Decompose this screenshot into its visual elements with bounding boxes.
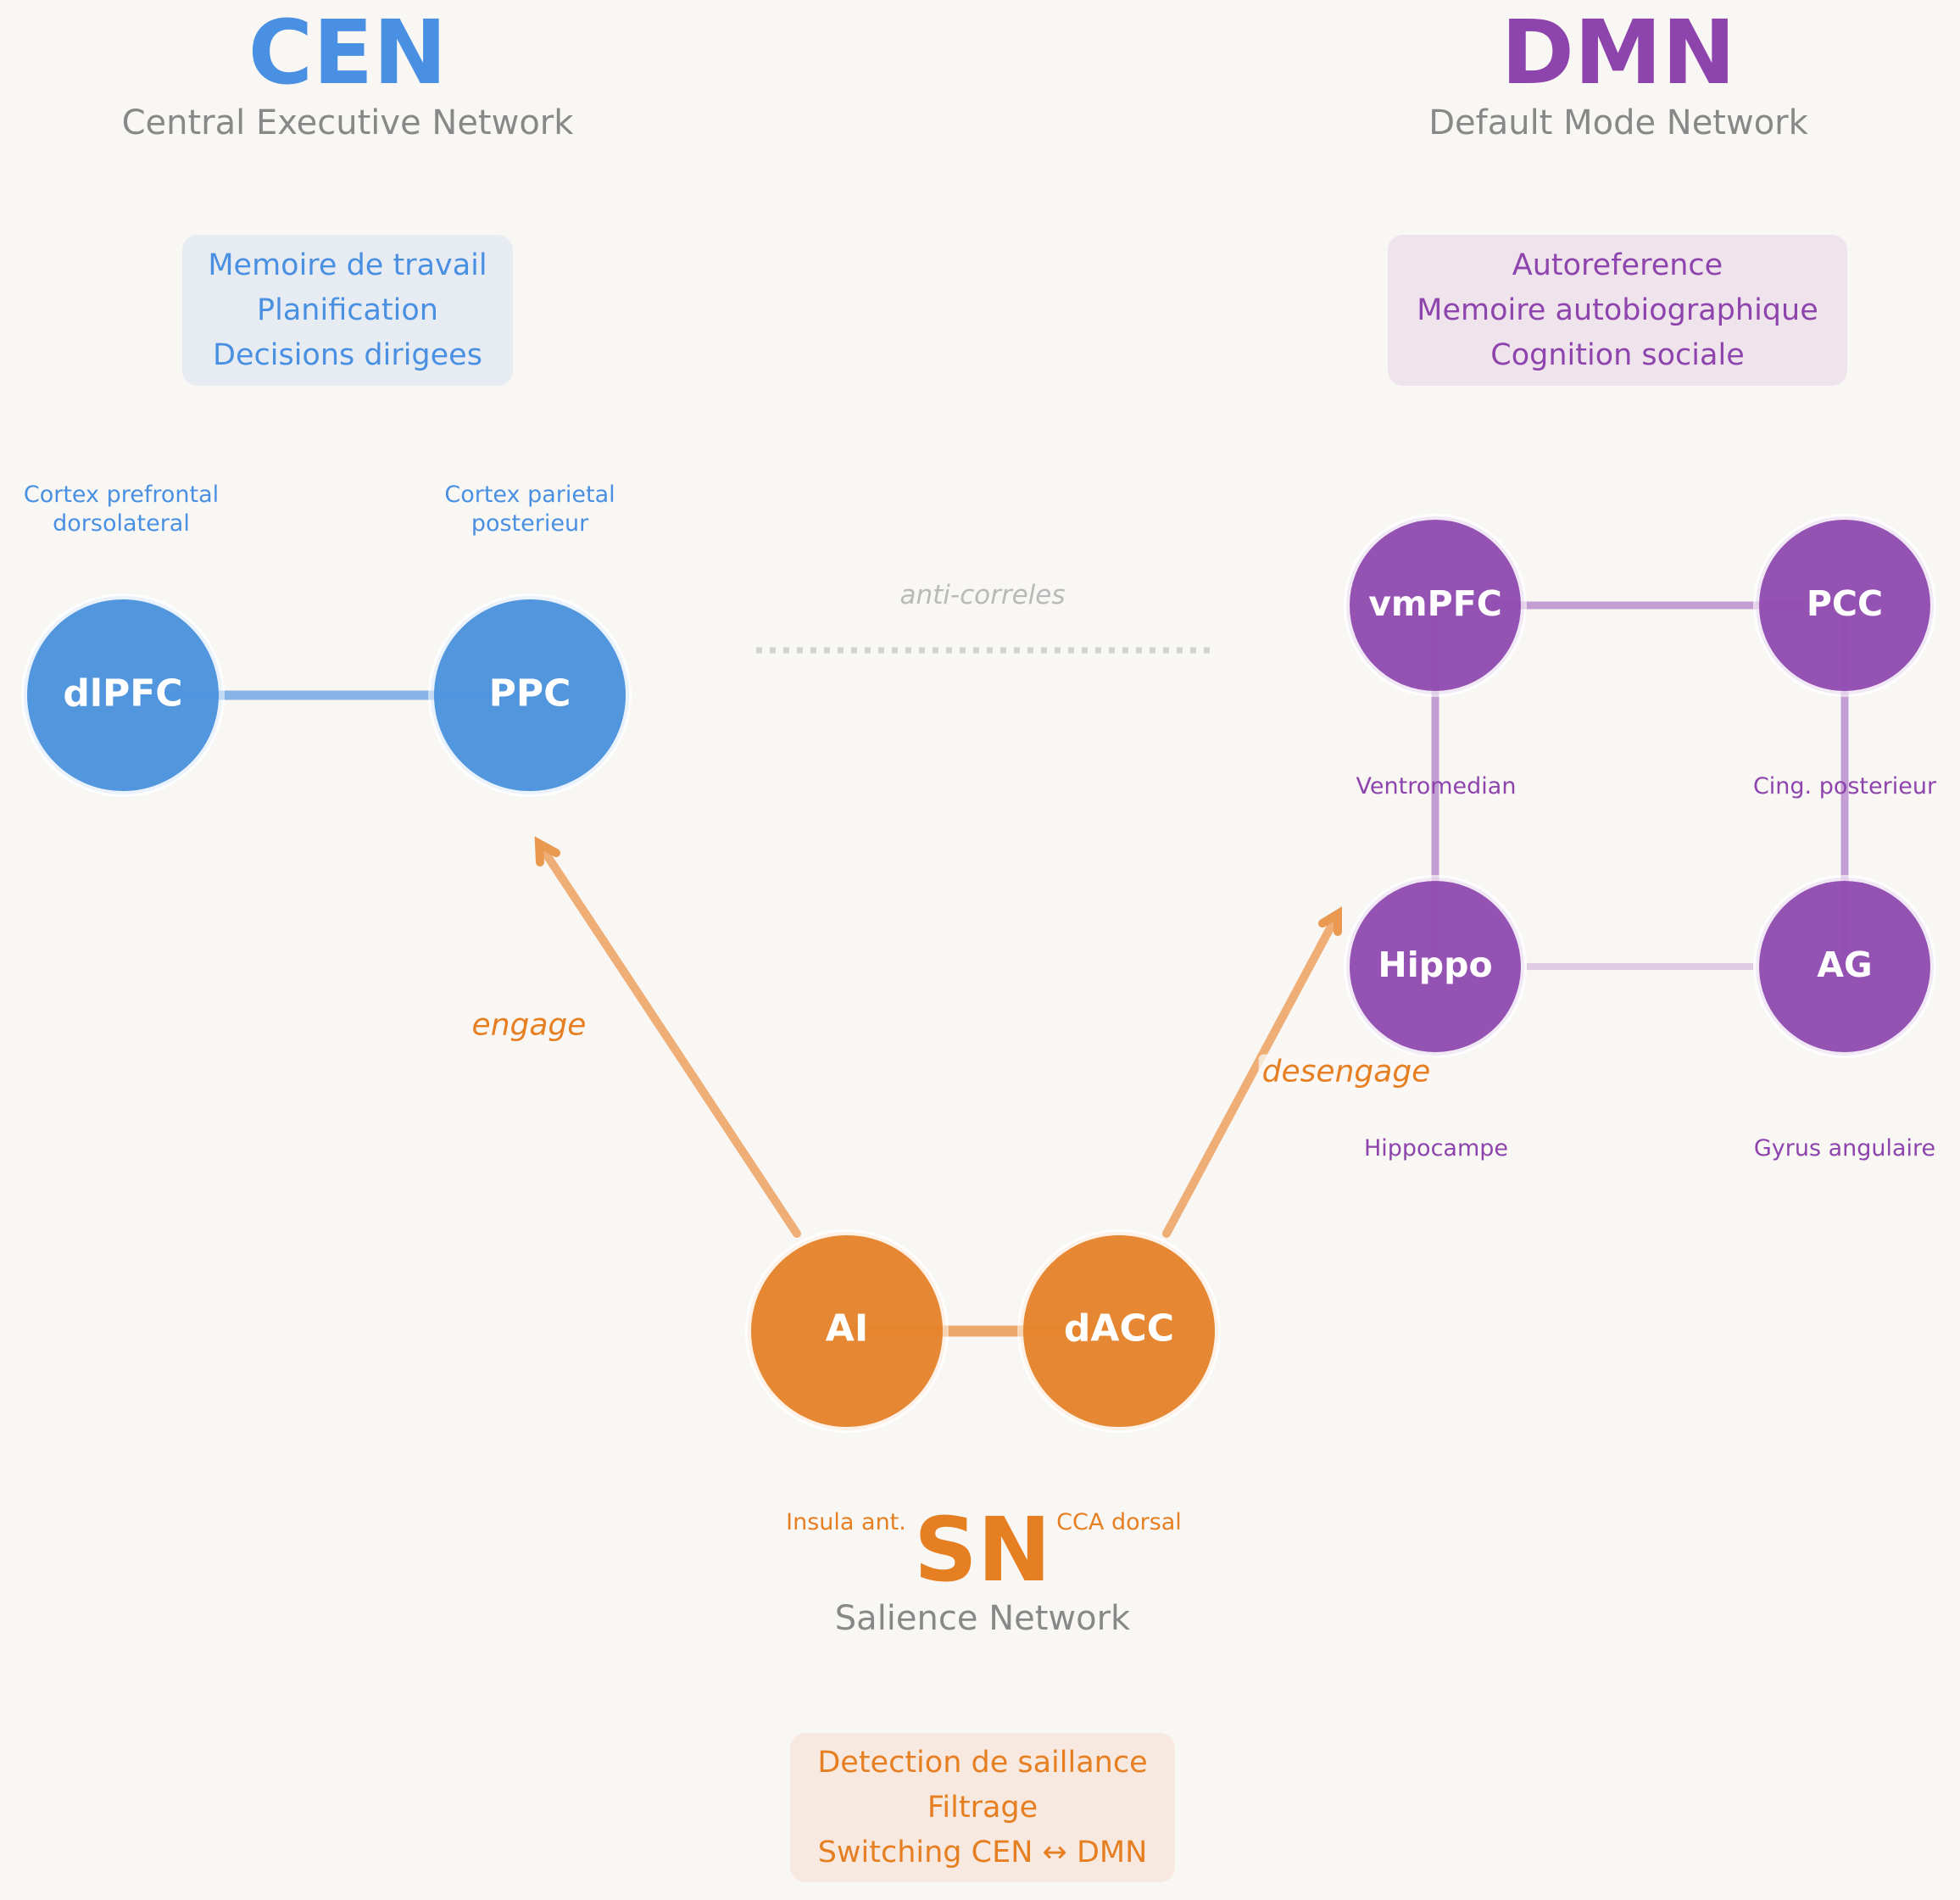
arrow-label-desengage: desengage	[1258, 1054, 1434, 1089]
dmn-subtitle: Default Mode Network	[1428, 103, 1808, 142]
sn-subtitle: Salience Network	[834, 1599, 1131, 1638]
anticorrelation-label: anti-correles	[899, 580, 1066, 610]
sn-title: SN	[914, 1498, 1051, 1602]
dmn-function-item: Autoreference	[1512, 248, 1723, 282]
node-pcc[interactable]	[1753, 514, 1936, 697]
node-label-ppc: PPC	[488, 671, 571, 716]
dmn-title: DMN	[1501, 1, 1736, 104]
sn-function-item: Filtrage	[927, 1790, 1038, 1825]
dmn-function-item: Memoire autobiographique	[1417, 293, 1818, 327]
cen-function-item: Memoire de travail	[208, 248, 487, 282]
sn-function-item: Switching CEN ↔ DMN	[817, 1835, 1148, 1869]
region-label-hippo: Hippocampe	[1363, 1135, 1509, 1162]
region-label-vmpfc: Ventromedian	[1356, 773, 1517, 800]
cen-title: CEN	[248, 1, 448, 104]
node-ai[interactable]	[745, 1229, 949, 1433]
node-dlpfc[interactable]	[21, 593, 225, 797]
region-label-ppc: Cortex parietal posterieur	[444, 481, 615, 538]
node-hippo[interactable]	[1344, 875, 1527, 1058]
node-label-vmpfc: vmPFC	[1368, 583, 1502, 624]
region-label-pcc: Cing. posterieur	[1752, 773, 1937, 800]
region-label-line: posterieur	[471, 510, 589, 537]
node-ag[interactable]	[1753, 875, 1936, 1058]
region-label-line: dorsolateral	[53, 510, 190, 537]
region-label-ai: Insula ant.	[786, 1509, 906, 1535]
cen-function-item: Decisions dirigees	[213, 337, 482, 372]
dmn-function-item: Cognition sociale	[1490, 337, 1745, 372]
arrow-engage	[534, 836, 801, 1238]
region-label-ag: Gyrus angulaire	[1753, 1135, 1936, 1162]
cen-functions-box: Memoire de travail Planification Decisio…	[182, 235, 513, 386]
node-label-ai: AI	[825, 1307, 869, 1351]
region-label-dacc: CCA dorsal	[1056, 1509, 1182, 1535]
sn-function-item: Detection de saillance	[817, 1745, 1148, 1780]
node-label-pcc: PCC	[1806, 583, 1884, 624]
node-label-hippo: Hippo	[1378, 944, 1493, 985]
arrow-label-engage: engage	[471, 1007, 587, 1043]
sn-functions-box: Detection de saillance Filtrage Switchin…	[790, 1733, 1175, 1882]
node-label-dlpfc: dlPFC	[63, 671, 183, 716]
region-label-dlpfc: Cortex prefrontal dorsolateral	[24, 481, 219, 538]
node-label-dacc: dACC	[1063, 1307, 1175, 1351]
node-label-ag: AG	[1817, 944, 1873, 985]
arrow-desengage	[1162, 906, 1342, 1238]
dmn-functions-box: Autoreference Memoire autobiographique C…	[1388, 235, 1847, 386]
region-label-line: Cortex parietal	[444, 482, 615, 508]
node-ppc[interactable]	[428, 593, 632, 797]
cen-subtitle: Central Executive Network	[121, 103, 574, 142]
node-dacc[interactable]	[1017, 1229, 1221, 1433]
cen-function-item: Planification	[257, 293, 438, 327]
node-vmpfc[interactable]	[1344, 514, 1527, 697]
region-label-line: Cortex prefrontal	[23, 482, 220, 508]
